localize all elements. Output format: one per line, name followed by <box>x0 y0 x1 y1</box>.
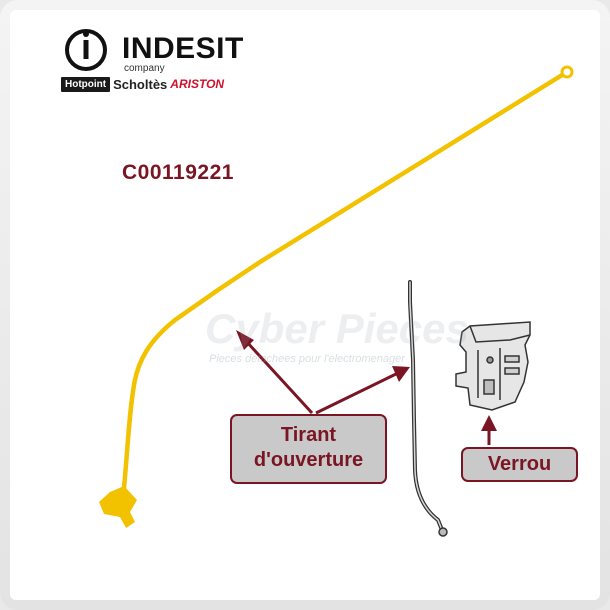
rod-label-box: Tirant d'ouverture <box>230 414 387 484</box>
sub-brand-ariston: ARISTON <box>170 77 225 91</box>
brand-name: INDESIT <box>122 32 244 65</box>
door-lock-device-icon <box>455 321 531 411</box>
dark-rod-shape <box>408 280 448 537</box>
callout-arrows <box>236 330 497 445</box>
watermark-slogan: Pieces detachees pour l'electromenager <box>209 353 405 365</box>
sub-brand-hotpoint: Hotpoint <box>61 76 111 92</box>
brand-tagline: company <box>124 63 165 74</box>
lock-label-box: Verrou <box>461 447 578 482</box>
part-reference: C00119221 <box>122 161 234 184</box>
indesit-logo-icon <box>65 29 107 71</box>
rod-label-line1: Tirant <box>280 424 337 446</box>
sub-brand-row: Hotpoint Scholtès ARISTON <box>61 76 224 92</box>
sub-brand-scholtes: Scholtès <box>113 76 168 92</box>
yellow-rod-shape <box>99 65 574 528</box>
watermark-name: Cyber Pieces <box>205 305 469 352</box>
rod-label-line2: d'ouverture <box>253 449 364 471</box>
lock-label: Verrou <box>487 453 552 475</box>
